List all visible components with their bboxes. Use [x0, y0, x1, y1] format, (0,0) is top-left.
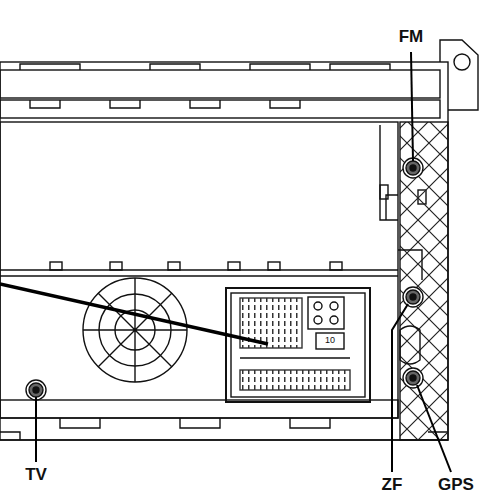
antenna-label: ZF [382, 476, 403, 493]
antenna-label: TV [25, 466, 47, 483]
antenna-label: GPS [438, 476, 474, 493]
pin-number: 10 [325, 336, 335, 345]
antenna-label: FM [399, 28, 424, 45]
